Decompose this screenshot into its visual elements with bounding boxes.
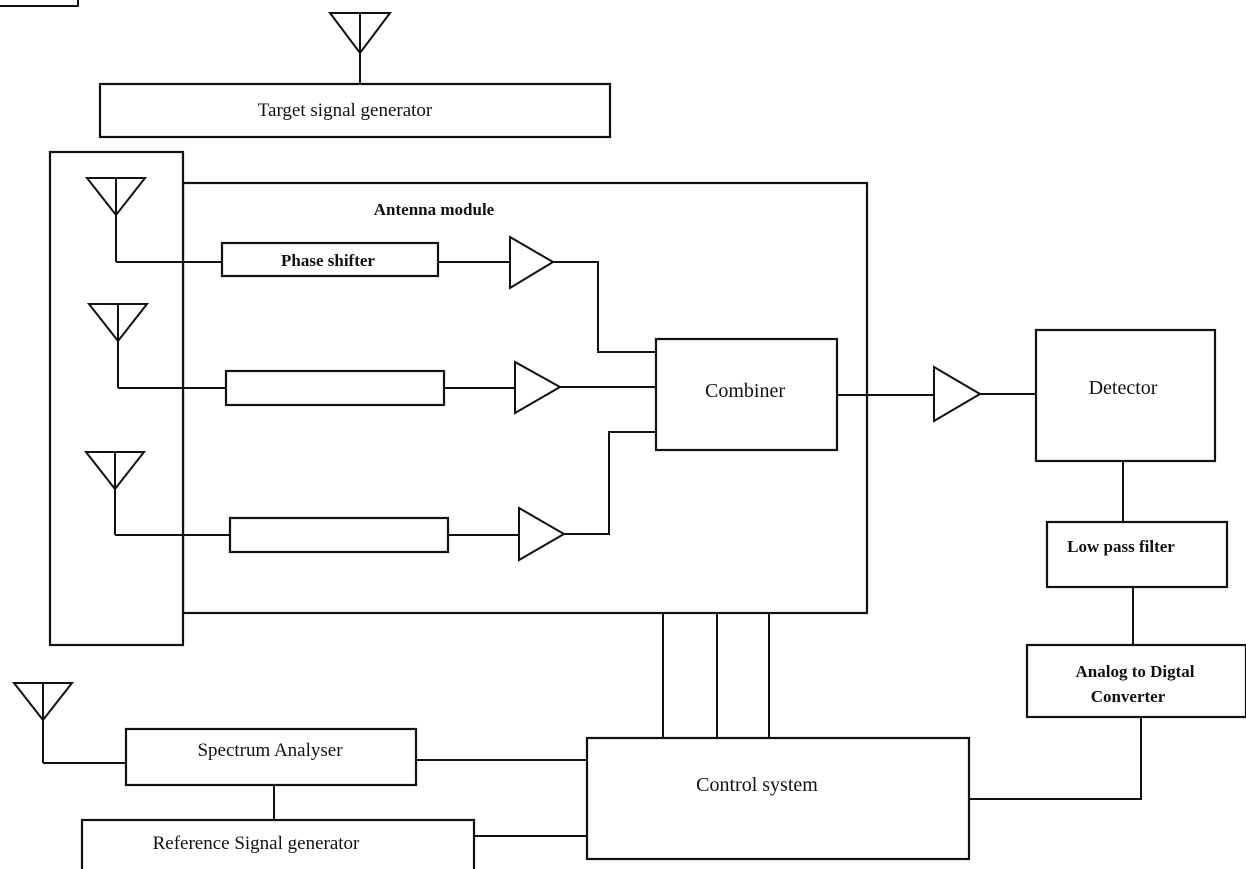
wire-amp1-combiner xyxy=(553,261,656,353)
adc-label-line1: Analog to Digtal xyxy=(1076,662,1195,681)
detector-block xyxy=(1034,328,1217,463)
target-antenna-icon xyxy=(328,12,392,84)
antenna-array-panel xyxy=(48,150,185,647)
amplifier-2-icon xyxy=(514,360,563,415)
amplifier-3-icon xyxy=(518,506,566,562)
combiner-block xyxy=(654,337,839,452)
array-antenna-3-icon xyxy=(83,451,230,536)
detector-label: Detector xyxy=(1089,377,1158,399)
low-pass-filter-label: Low pass filter xyxy=(1067,537,1175,556)
phase-shifter-3-block xyxy=(228,516,450,554)
reference-signal-generator-block xyxy=(80,818,476,869)
phase-shifter-1-block xyxy=(220,241,440,278)
antenna-module-label: Antenna module xyxy=(374,200,495,219)
amplifier-4-icon xyxy=(933,365,982,423)
array-antenna-2-icon xyxy=(86,303,226,389)
control-system-block xyxy=(585,736,971,861)
corner-frame-fragment xyxy=(0,0,79,7)
phase-shifter-label: Phase shifter xyxy=(281,251,375,270)
wire-amp3-combiner xyxy=(564,431,656,535)
combiner-label: Combiner xyxy=(705,380,785,402)
target-signal-generator-label: Target signal generator xyxy=(258,100,433,121)
adc-block xyxy=(1025,643,1246,719)
spectrum-analyser-block xyxy=(124,727,418,787)
reference-signal-generator-label: Reference Signal generator xyxy=(153,833,360,854)
wire-adc-control xyxy=(969,717,1142,800)
array-antenna-1-icon xyxy=(84,177,222,263)
spectrum-analyser-label: Spectrum Analyser xyxy=(197,740,343,761)
low-pass-filter-block xyxy=(1045,520,1229,589)
adc-label-line2: Converter xyxy=(1091,687,1166,706)
target-signal-generator-block xyxy=(98,82,612,139)
control-system-label: Control system xyxy=(696,774,818,796)
amplifier-1-icon xyxy=(509,235,555,290)
spectrum-antenna-icon xyxy=(11,682,126,764)
phase-shifter-2-block xyxy=(224,369,446,407)
